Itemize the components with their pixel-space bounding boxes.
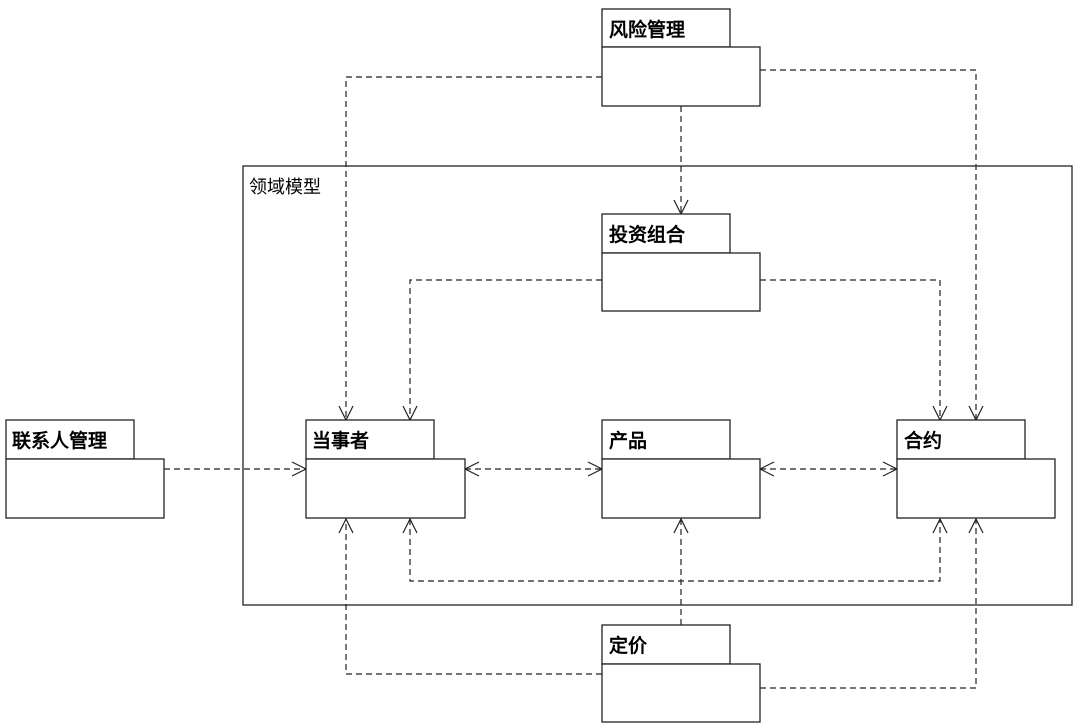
package-label: 合约	[904, 429, 942, 452]
arrowhead	[673, 517, 689, 534]
package-body	[601, 663, 761, 723]
package-tab	[5, 419, 135, 460]
arrowhead	[338, 517, 354, 534]
package-body	[601, 46, 761, 107]
package-contact-management[interactable]: 联系人管理	[5, 419, 165, 519]
package-contract[interactable]: 合约	[896, 419, 1056, 519]
package-party[interactable]: 当事者	[305, 419, 466, 519]
frame-domain-model: 领域模型	[242, 165, 1073, 606]
package-body	[305, 458, 466, 519]
package-tab	[601, 624, 731, 665]
dependency-edges	[164, 69, 977, 689]
arrowhead	[402, 517, 418, 534]
edge-pricing-party	[345, 519, 602, 675]
frame-label: 领域模型	[249, 177, 321, 198]
package-portfolio[interactable]: 投资组合	[601, 213, 761, 312]
package-label: 风险管理	[609, 18, 685, 41]
package-risk-management[interactable]: 风险管理	[601, 8, 761, 107]
edge-portfolio-party	[409, 279, 602, 420]
edge-portfolio-contract	[760, 279, 941, 420]
edge-risk-party	[345, 76, 602, 420]
package-body	[601, 458, 761, 519]
package-tab	[601, 419, 731, 460]
package-label: 当事者	[312, 429, 369, 452]
arrowhead	[968, 517, 984, 534]
edge-risk-contract	[760, 69, 977, 420]
package-label: 定价	[609, 634, 648, 657]
package-pricing[interactable]: 定价	[601, 624, 761, 723]
package-body	[601, 252, 761, 312]
package-product[interactable]: 产品	[601, 419, 761, 519]
package-body	[896, 458, 1056, 519]
package-tab	[601, 8, 731, 48]
package-label: 投资组合	[609, 223, 686, 246]
package-body	[5, 458, 165, 519]
package-label: 产品	[609, 429, 647, 452]
package-label: 联系人管理	[12, 429, 107, 452]
edge-party-contract	[409, 519, 941, 582]
arrowhead	[932, 517, 948, 534]
frame-border	[242, 165, 1073, 606]
edge-pricing-contract	[760, 519, 977, 689]
package-tab	[305, 419, 435, 460]
package-tab	[601, 213, 731, 254]
